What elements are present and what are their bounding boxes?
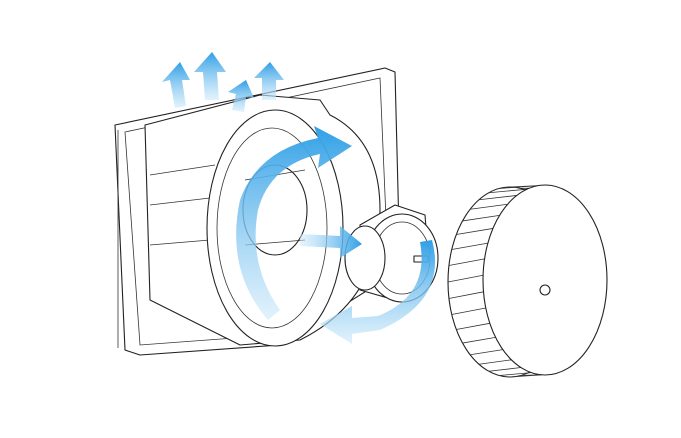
- impeller-blade: [456, 322, 490, 330]
- impeller-blade: [499, 372, 532, 376]
- impeller-blade: [488, 188, 527, 194]
- airflow-arrow-icon: [300, 226, 362, 258]
- airflow-arrow-icon: [320, 240, 436, 344]
- airflow-arrows: [162, 52, 436, 344]
- impeller-wheel: [447, 184, 608, 378]
- airflow-arrow-icon: [254, 62, 284, 100]
- impeller-blade: [448, 291, 484, 299]
- impeller-blade: [456, 228, 493, 235]
- impeller-blade: [451, 242, 488, 250]
- impeller-blade: [447, 274, 484, 283]
- impeller-blade: [462, 336, 496, 344]
- impeller-blade: [509, 374, 542, 378]
- impeller-blade: [462, 214, 500, 222]
- impeller-blade: [470, 349, 503, 356]
- impeller-blade: [470, 203, 508, 210]
- airflow-arrow-icon: [236, 126, 352, 320]
- airflow-arrow-icon: [162, 62, 190, 108]
- impeller-blade: [478, 359, 512, 365]
- impeller-blade: [451, 307, 486, 315]
- impeller-blade: [488, 367, 521, 372]
- impeller-blade: [448, 258, 485, 266]
- impeller-blade: [478, 195, 517, 201]
- airflow-arrow-icon: [228, 80, 254, 112]
- airflow-arrow-icon: [194, 52, 226, 100]
